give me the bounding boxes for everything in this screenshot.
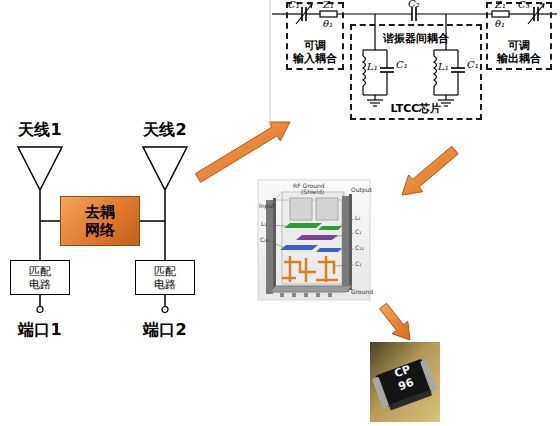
capacitor-symbol [301,7,303,21]
connector-wire [39,190,41,260]
group-label: 可调 输入耦合 [288,39,342,65]
group-label: 可调 输出耦合 [488,39,550,65]
antenna-symbol [143,147,187,190]
component-label: C₁ [288,0,300,10]
antenna-symbol [15,146,65,190]
resonator [363,14,394,106]
connector-wire [164,295,166,306]
figure-callout: Output [351,187,372,193]
wire [306,13,320,14]
antenna-label: 天线1 [15,120,65,140]
input-pillar [266,200,273,294]
capacitor-symbol [411,7,413,21]
shield-block [316,198,338,220]
antenna: 天线1 [15,120,65,190]
matching-box: 匹配 电路 [10,260,70,295]
component-label: C₁ [467,60,479,70]
figure-callout: C₀₁ [260,237,269,243]
figure-callout: C₁ [355,261,362,267]
shield-block [290,198,312,220]
box-label: 匹配 电路 [27,265,53,291]
flow-arrow [402,146,458,195]
component-label: Z₁ [495,0,506,10]
port-symbol [37,307,43,313]
tuning-arrow [540,4,544,8]
matching-box: 匹配 电路 [135,260,195,295]
port-symbol [15,306,65,316]
dashed-group-box: 谐振器间耦合 LTCC芯片 [350,24,482,120]
port: 端口1 [15,306,65,346]
figure-callout: (Shield) [301,189,324,195]
port-label: 端口1 [15,320,65,340]
tuning-arrow [308,4,312,8]
group-label: 谐振器间耦合 [352,32,480,45]
port-symbol [162,307,168,313]
figure-callout: Ground [351,289,373,295]
figure-frame [258,180,370,300]
resonator [434,14,465,106]
wire [416,13,492,14]
wire [509,13,534,14]
figure-callout: L₁ [261,221,267,227]
port-symbol [140,306,190,316]
port-label: 端口2 [140,320,190,340]
component-label: L₁ [367,62,378,72]
figure-callout: Input [259,203,275,209]
output-pillar [342,196,349,292]
figure-callout: L₁ [355,215,361,221]
dashed-group-box: 可调 输出耦合 [486,2,552,70]
shield-box [282,192,344,284]
capacitor-plate [284,223,322,228]
flow-arrow [195,122,290,182]
capacitor-plate [296,235,338,240]
flow-arrow [380,303,411,340]
component-label: C₁ [396,60,408,70]
box-label: 匹配 电路 [152,265,178,291]
chip-terminal [420,359,438,391]
photo-background [370,342,440,422]
chip-photo [370,342,440,422]
dashed-group-box: 可调 输入耦合 [286,2,344,70]
component-label: C₃ [518,0,530,10]
antenna-symbol [140,146,190,190]
component-label: θ₁ [495,19,505,29]
component-label: θ₁ [323,19,333,29]
decoupling-box: 去耦 网络 [60,196,140,246]
connector-wire [164,190,166,260]
antenna-symbol [18,147,62,190]
filter-schematic [270,0,557,124]
port: 端口2 [140,306,190,346]
figure-callout: C₁₂ [355,245,364,251]
group-label: LTCC芯片 [352,102,480,115]
ltcc-structure [258,180,370,300]
pin [280,293,332,297]
capacitor-plate [280,245,318,250]
capacitor-symbol [533,7,535,21]
component-label: C₂ [408,0,420,9]
flow-arrow [195,122,458,340]
antenna: 天线2 [140,120,190,190]
box-label: 去耦 网络 [83,203,117,239]
panel-edge [269,0,270,124]
connector-wire [39,295,41,306]
wire [538,13,557,14]
inductor-trace [282,256,338,282]
component-label: L₁ [438,62,449,72]
chip-terminal [372,377,390,409]
figure-callout: C₁ [355,229,362,235]
leader-line [270,219,354,266]
component-label: Z₁ [323,0,334,10]
ground-plate [270,286,352,292]
line-symbol [492,11,509,17]
antenna-label: 天线2 [140,120,190,140]
line-symbol [320,11,337,17]
